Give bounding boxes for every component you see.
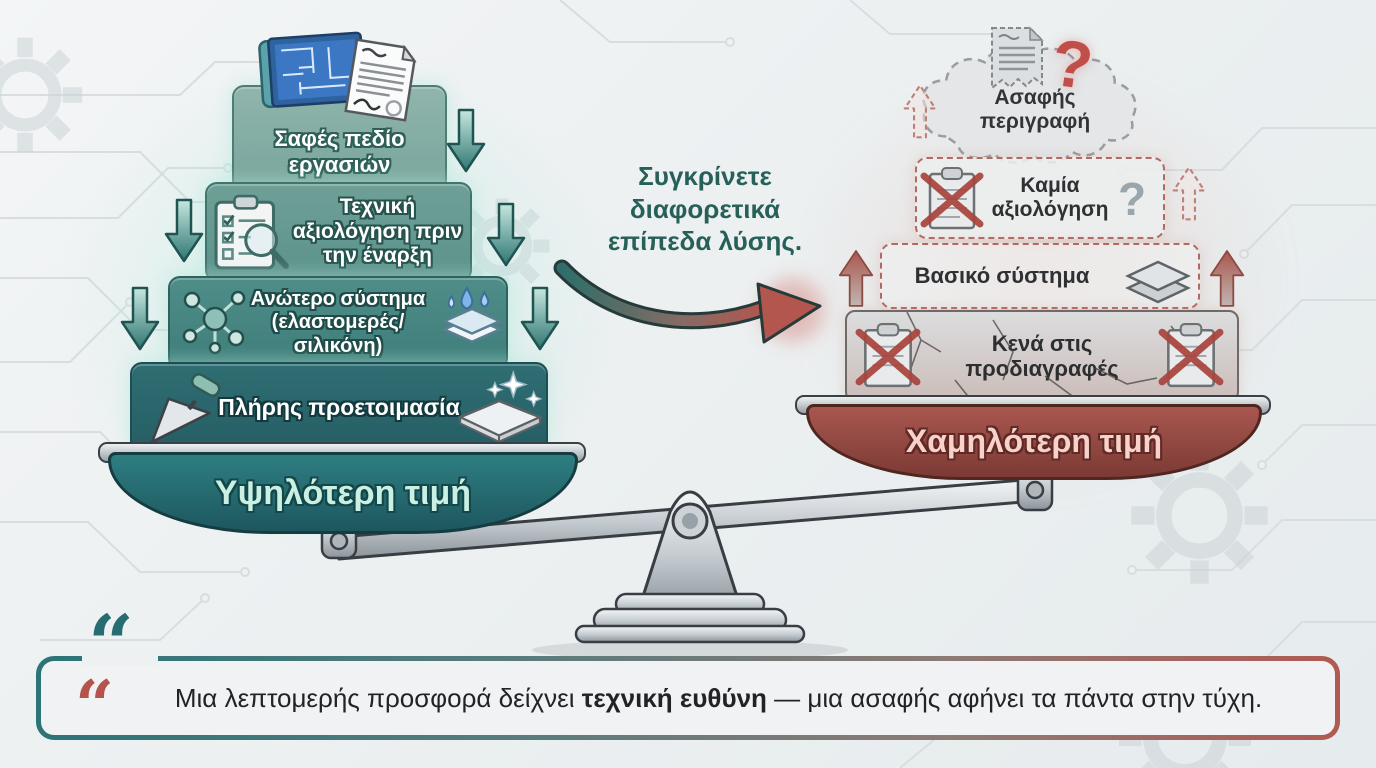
basic-layers-icon [1125, 260, 1191, 304]
quote-bold: τεχνική ευθύνη [581, 682, 767, 713]
right-pivot-pin [1025, 480, 1045, 500]
teal-quote-icon: “ [88, 597, 135, 691]
red-quote-icon: “ [75, 666, 115, 747]
quote-border-gap [82, 652, 158, 666]
molecule-icon [182, 290, 246, 355]
right-pan: Χαμηλότερη τιμή [806, 404, 1262, 480]
base-slab-bottom [574, 624, 806, 644]
quote-prefix: Μια λεπτομερής προσφορά δείχνει [174, 682, 582, 713]
scale-fulcrum [635, 490, 745, 614]
checklist-magnifier-icon [214, 194, 289, 270]
up-arrow-dashed-icon [1172, 166, 1206, 221]
down-arrow-icon [164, 198, 204, 263]
cloud-label: Ασαφής περιγραφή [979, 86, 1091, 134]
crossed-clipboard-icon [855, 323, 921, 388]
right-tier-basic-system-label: Βασικό σύστημα [914, 263, 1090, 289]
up-arrow-icon [838, 250, 874, 307]
scale-shadow [532, 640, 848, 660]
quote-text: Μια λεπτομερής προσφορά δείχνει τεχνική … [130, 683, 1307, 714]
up-arrow-icon [1209, 250, 1245, 307]
blueprint-icon [258, 31, 367, 109]
clean-surface-icon [457, 369, 544, 444]
crossed-clipboard-icon [920, 167, 984, 230]
compare-arrow-icon [553, 259, 824, 344]
gray-question-mark: ? [1118, 173, 1147, 225]
left-tier-scope-label: Σαφές πεδίο εργασιών [274, 125, 405, 177]
torn-document-icon [991, 26, 1044, 91]
left-tier-preparation-label: Πλήρης προετοιμασία [218, 394, 460, 421]
crossed-clipboard-icon [1158, 323, 1224, 388]
waterproof-layers-icon [441, 286, 503, 344]
down-arrow-icon [446, 108, 486, 173]
right-tier-no-evaluation-label: Καμία αξιολόγηση [991, 173, 1109, 221]
vague-description-cloud [922, 45, 1137, 164]
left-pan-label: Υψηλότερη τιμή [214, 473, 472, 512]
right-tier-spec-gaps-label: Κενά στις προδιαγραφές [965, 330, 1119, 381]
left-tier-system-label: Ανώτερο σύστημα (ελαστομερές/σιλικόνη) [250, 287, 426, 357]
quote-suffix: — μια ασαφής αφήνει τα πάντα στην τύχη. [766, 682, 1263, 713]
left-tier-evaluation-label: Τεχνική αξιολόγηση πριν την έναρξη [292, 194, 463, 268]
down-arrow-icon [486, 202, 526, 267]
up-arrow-dashed-icon [903, 84, 937, 139]
left-pivot-pin [329, 531, 349, 551]
fulcrum-pin-center [682, 513, 698, 529]
right-pan-label: Χαμηλότερη τιμή [905, 423, 1163, 460]
quote-box: “ Μια λεπτομερής προσφορά δείχνει τεχνικ… [36, 656, 1340, 747]
quote-box-inner: “ Μια λεπτομερής προσφορά δείχνει τεχνικ… [41, 661, 1335, 747]
trowel-icon [150, 373, 221, 444]
down-arrow-icon [520, 286, 560, 351]
down-arrow-icon [120, 286, 160, 351]
left-pan: Υψηλότερη τιμή [108, 452, 578, 534]
contract-icon [344, 38, 417, 122]
center-heading: Συγκρίνετε διαφορετικά επίπεδα λύσης. [607, 161, 803, 256]
